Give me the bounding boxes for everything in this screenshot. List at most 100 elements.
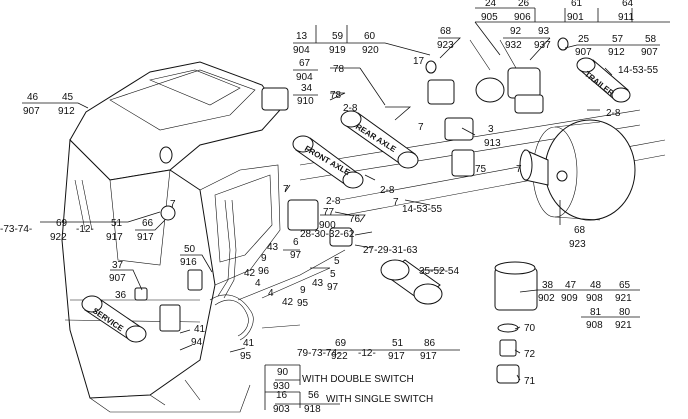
callout-909: 909 [561,293,578,304]
callout-14-53-55b: 14-53-55 [402,204,442,215]
callout-932: 932 [505,40,522,51]
callout-57: 57 [612,34,624,45]
callout-38: 38 [542,280,554,291]
callout-921b: 921 [615,320,632,331]
callout-16: 16 [276,390,288,401]
callout-24: 24 [485,0,497,9]
callout-72: 72 [524,349,536,360]
callout-43b: 43 [312,278,324,289]
callout-78: 78 [333,64,345,75]
callout-77: 77 [323,207,335,218]
callout-96: 96 [258,266,270,277]
callout-64: 64 [622,0,634,9]
callout-7b: 7 [283,184,289,195]
callout-906: 906 [514,12,531,23]
callout-905: 905 [481,12,498,23]
callout-35-52-54: 35-52-54 [419,266,459,277]
callout-41b: 41 [243,338,255,349]
callout-7d: 7 [170,199,176,210]
callout-68b: 68 [574,225,586,236]
callout-27-29-31-63: 27-29-31-63 [363,245,418,256]
callout-907c: 907 [641,47,658,58]
callout-910: 910 [297,96,314,107]
callout-61: 61 [571,0,583,9]
callout-25: 25 [578,34,590,45]
callout-12a: -12- [76,224,94,235]
callout-937: 937 [534,40,551,51]
callout-41a: 41 [194,324,206,335]
note-double-switch: WITH DOUBLE SWITCH [302,374,414,385]
callout-917c: 917 [388,351,405,362]
callout-5a: 5 [334,256,340,267]
callout-42a: 42 [244,268,256,279]
callout-2-8d: 2-8 [326,196,341,207]
callout-76: 76 [349,214,361,225]
callout-28-30-32-62: 28-30-32-62 [300,229,355,240]
callout-43a: 43 [267,242,279,253]
callout-917a: 917 [106,232,123,243]
callout-67: 67 [299,58,311,69]
callout-48: 48 [590,280,602,291]
callout-907a: 907 [23,106,40,117]
leader-lines [22,7,670,410]
callout-904b: 904 [296,72,313,83]
callout-46: 46 [27,92,39,103]
callout-94: 94 [191,337,203,348]
callout-921a: 921 [615,293,632,304]
callout-73-74: -73-74- [0,224,32,235]
callout-59: 59 [332,31,344,42]
callout-7e: 7 [516,164,522,175]
callout-2-8c: 2-8 [380,185,395,196]
callout-69a: 69 [56,218,68,229]
callout-913: 913 [484,138,501,149]
callout-95b: 95 [240,351,252,362]
callout-65: 65 [619,280,631,291]
callout-labels: 13 904 59 919 60 920 67 904 78 34 910 78… [0,0,658,415]
callout-97a: 97 [290,250,302,261]
callout-70: 70 [524,323,536,334]
callout-919: 919 [329,45,346,56]
callout-37: 37 [112,260,124,271]
callout-51b: 51 [392,338,404,349]
callout-922b: 922 [331,351,348,362]
callout-17: 17 [413,56,425,67]
callout-2-8b: 2-8 [343,103,358,114]
callout-56: 56 [308,390,320,401]
callout-42b: 42 [282,297,294,308]
note-single-switch: WITH SINGLE SWITCH [326,394,433,405]
callout-900: 900 [319,220,336,231]
callout-923b: 923 [569,239,586,250]
rear-wheel [519,119,636,221]
callout-917b: 917 [137,232,154,243]
callout-60: 60 [364,31,376,42]
callout-58: 58 [645,34,657,45]
callout-902: 902 [538,293,555,304]
callout-5b: 5 [330,269,336,280]
callout-12b: -12- [358,348,376,359]
callout-80: 80 [619,307,631,318]
callout-916: 916 [180,257,197,268]
callout-904: 904 [293,45,310,56]
callout-92: 92 [510,26,522,37]
callout-34: 34 [301,83,313,94]
callout-917d: 917 [420,351,437,362]
callout-912b: 912 [608,47,625,58]
callout-922a: 922 [50,232,67,243]
callout-50: 50 [184,244,196,255]
callout-93: 93 [538,26,550,37]
callout-4b: 4 [268,288,274,299]
callout-97b: 97 [327,282,339,293]
callout-13: 13 [296,31,308,42]
callout-930: 930 [273,381,290,392]
callout-47: 47 [565,280,577,291]
callout-66a: 66 [142,218,154,229]
callout-7c: 7 [393,197,399,208]
callout-907d: 907 [109,273,126,284]
callout-3: 3 [488,124,494,135]
callout-920: 920 [362,45,379,56]
callout-4a: 4 [255,278,261,289]
callout-14-53-55a: 14-53-55 [618,65,658,76]
callout-45: 45 [62,92,74,103]
callout-9a: 9 [261,253,267,264]
